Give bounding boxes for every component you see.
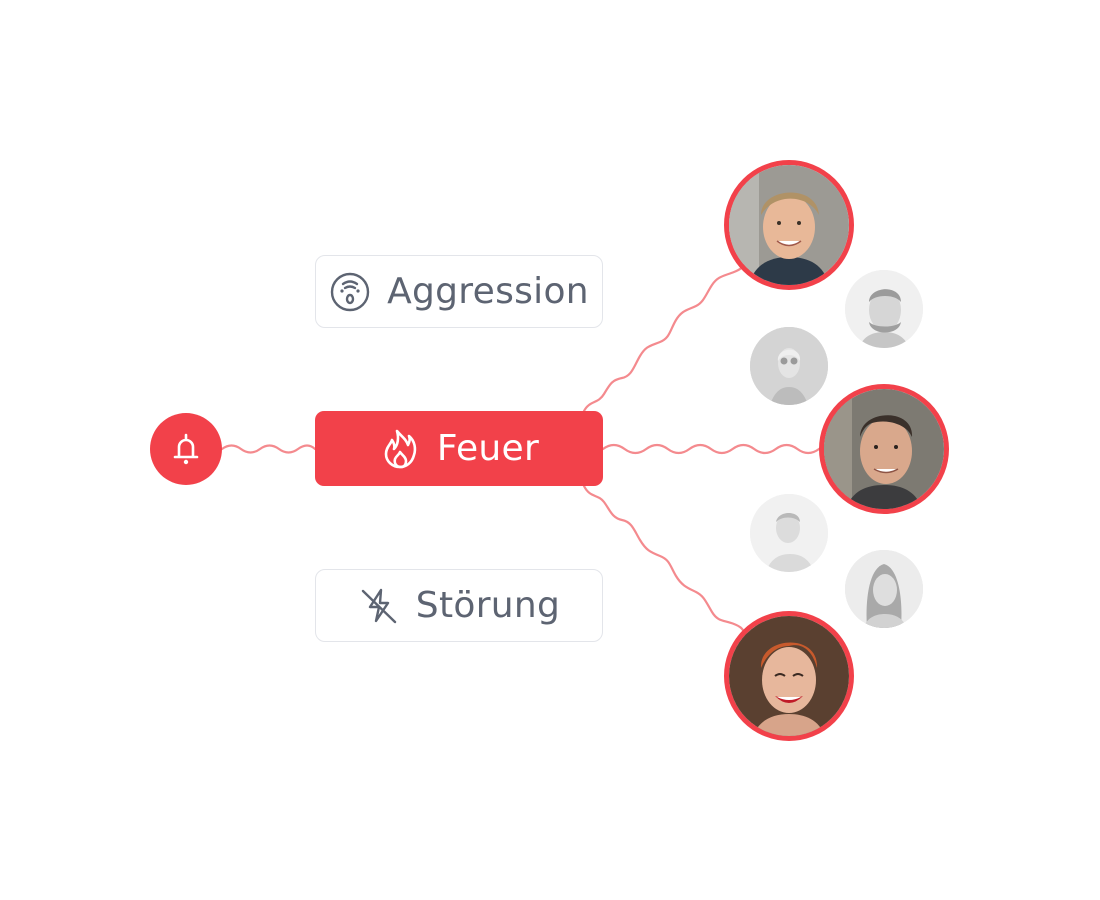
category-label: Störung bbox=[415, 585, 561, 626]
person-photo bbox=[750, 494, 828, 572]
avatar-person-3[interactable] bbox=[724, 611, 854, 741]
category-label: Aggression bbox=[387, 271, 589, 312]
lightning-off-icon bbox=[358, 585, 400, 627]
avatar-person-5[interactable] bbox=[750, 327, 828, 405]
alarm-trigger[interactable] bbox=[150, 413, 222, 485]
avatar-person-2[interactable] bbox=[819, 384, 949, 514]
wire-bell-to-feuer bbox=[220, 444, 317, 454]
person-photo bbox=[824, 389, 944, 509]
avatar-person-1[interactable] bbox=[724, 160, 854, 290]
category-aggression[interactable]: Aggression bbox=[315, 255, 603, 328]
avatar-person-4[interactable] bbox=[845, 270, 923, 348]
person-photo bbox=[729, 616, 849, 736]
avatar-person-7[interactable] bbox=[845, 550, 923, 628]
wire-feuer-to-person-2 bbox=[601, 443, 827, 455]
category-stoerung[interactable]: Störung bbox=[315, 569, 603, 642]
wire-feuer-to-person-3 bbox=[582, 484, 749, 638]
person-photo bbox=[845, 550, 923, 628]
person-photo bbox=[729, 165, 849, 285]
person-photo bbox=[845, 270, 923, 348]
bell-icon bbox=[173, 433, 199, 465]
flame-icon bbox=[379, 428, 421, 470]
shouting-face-icon bbox=[329, 271, 371, 313]
person-photo bbox=[750, 327, 828, 405]
wire-feuer-to-person-1 bbox=[582, 260, 749, 413]
category-feuer[interactable]: Feuer bbox=[315, 411, 603, 486]
category-label: Feuer bbox=[436, 428, 540, 469]
avatar-person-6[interactable] bbox=[750, 494, 828, 572]
